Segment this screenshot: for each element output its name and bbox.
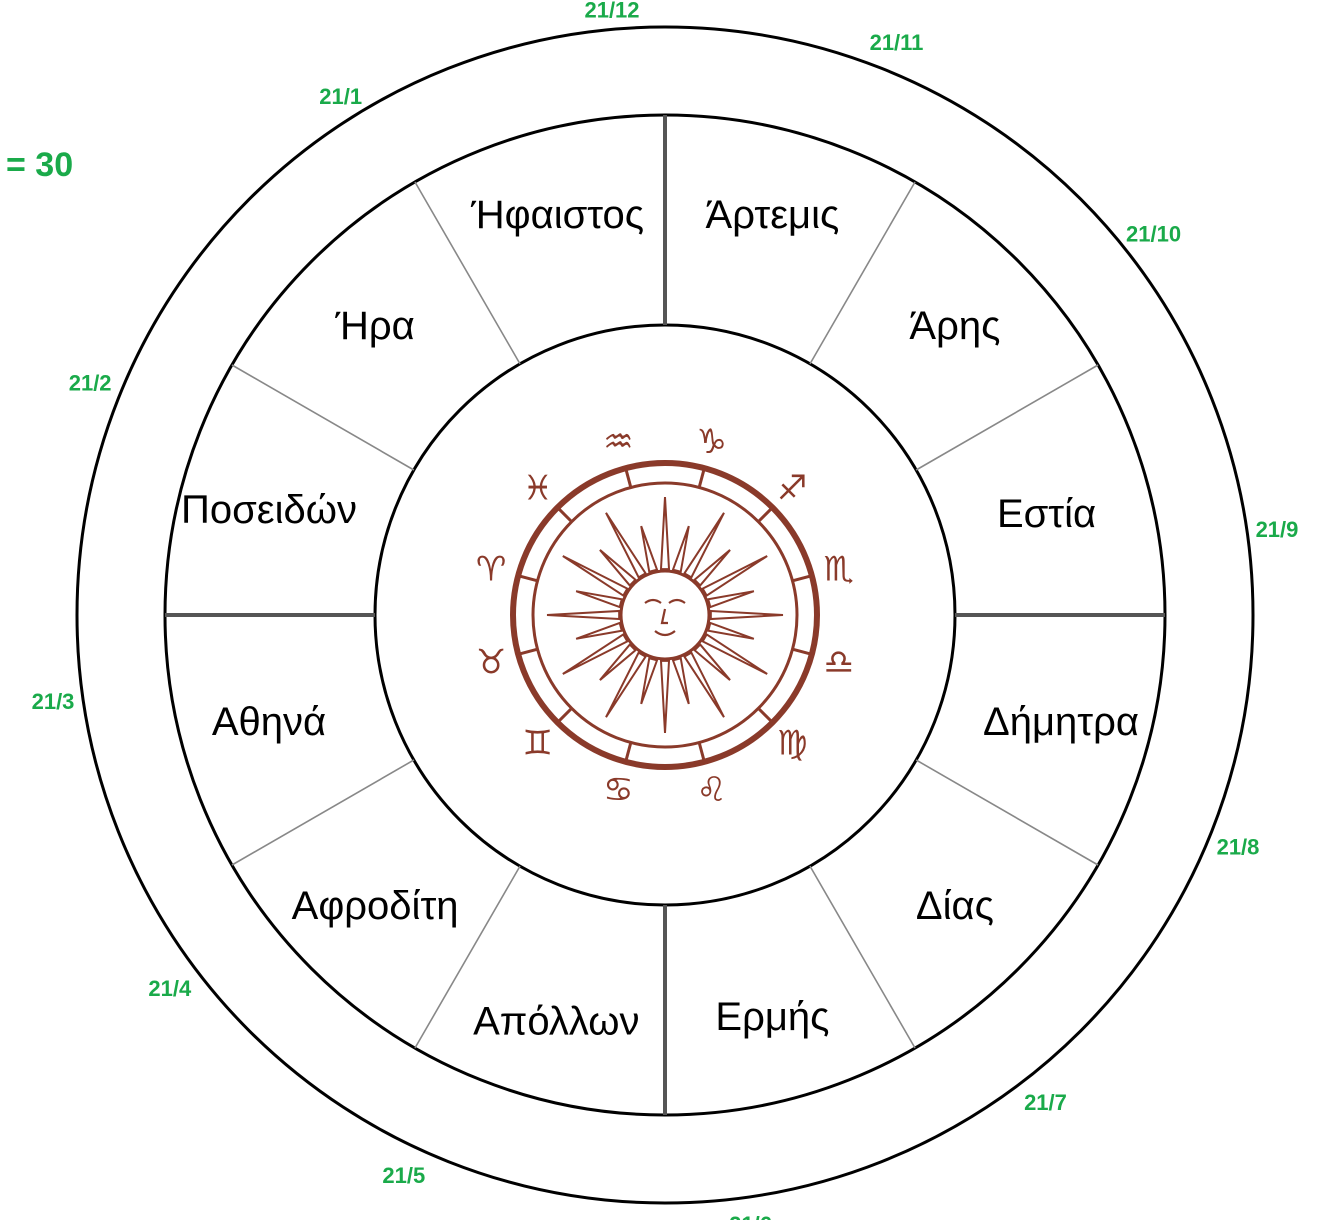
- sector-divider: [232, 365, 414, 470]
- emblem-tick: [518, 576, 537, 581]
- zodiac-glyph-icon: ♉: [476, 643, 506, 683]
- date-label: 21/8: [1217, 835, 1260, 860]
- emblem-tick: [558, 708, 572, 722]
- emblem-tick: [558, 508, 572, 522]
- god-label: Ποσειδών: [181, 488, 357, 532]
- sun-ray: [641, 658, 657, 704]
- emblem-tick: [758, 508, 772, 522]
- sun-ray: [563, 634, 628, 674]
- date-label: 21/1: [319, 84, 362, 109]
- god-label: Ήρα: [334, 304, 414, 348]
- sun-ray: [661, 497, 669, 569]
- sun-ray: [695, 645, 730, 680]
- date-label: 21/10: [1126, 221, 1181, 246]
- emblem-tick: [626, 468, 631, 487]
- date-label: 21/6: [729, 1212, 772, 1220]
- zodiac-glyph-icon: ♈: [476, 549, 506, 589]
- sun-ray: [708, 623, 754, 639]
- zodiac-sun-emblem: ♑ ♐ ♏ ♎ ♍ ♌ ♋ ♊ ♉ ♈ ♓ ♒: [476, 422, 854, 810]
- sun-ray: [684, 513, 724, 578]
- emblem-tick: [699, 468, 704, 487]
- zodiac-glyph-icon: ♍: [777, 723, 807, 763]
- sun-ray: [708, 591, 754, 607]
- zodiac-glyph-icon: ♎: [824, 643, 854, 683]
- zodiac-glyph-icon: ♓: [522, 469, 552, 509]
- sun-ray: [711, 611, 783, 619]
- date-label: 21/7: [1024, 1090, 1067, 1115]
- emblem-tick: [626, 743, 631, 762]
- sector-divider: [916, 365, 1098, 470]
- zodiac-glyph-icon: ♌: [696, 770, 726, 810]
- date-label: 21/4: [148, 976, 192, 1001]
- sun-ray: [600, 550, 635, 585]
- sun-ray: [684, 653, 724, 718]
- sun-ray: [563, 556, 628, 596]
- date-label: 21/5: [382, 1163, 425, 1188]
- date-label: 21/3: [32, 689, 75, 714]
- corner-label: = 30: [6, 146, 73, 184]
- sun-ray: [606, 513, 646, 578]
- emblem-tick: [758, 708, 772, 722]
- date-label: 21/12: [584, 0, 639, 22]
- god-label: Δήμητρα: [983, 700, 1139, 744]
- god-label: Δίας: [916, 884, 994, 928]
- god-label: Εστία: [997, 492, 1096, 536]
- sun-ray: [673, 526, 689, 572]
- god-label: Απόλλων: [473, 1000, 639, 1044]
- date-label: 21/11: [870, 30, 924, 55]
- god-label: Αθηνά: [212, 700, 326, 744]
- zodiac-glyph-icon: ♑: [696, 422, 726, 462]
- god-label: Αφροδίτη: [292, 884, 459, 928]
- sector-divider: [916, 760, 1098, 865]
- god-label: Ερμής: [715, 995, 829, 1039]
- god-label: Άρης: [909, 304, 1000, 348]
- zodiac-glyph-icon: ♐: [777, 469, 807, 509]
- sun-face-icon: [621, 571, 709, 659]
- sun-ray: [600, 645, 635, 680]
- sun-ray: [703, 556, 768, 596]
- emblem-tick: [793, 649, 812, 654]
- date-label: 21/9: [1256, 517, 1299, 542]
- zodiac-glyph-icon: ♏: [824, 549, 854, 589]
- sun-ray: [673, 658, 689, 704]
- sun-ray: [703, 634, 768, 674]
- emblem-tick: [793, 576, 812, 581]
- date-label: 21/2: [69, 371, 112, 396]
- sun-ray: [695, 550, 730, 585]
- sun-ray: [606, 653, 646, 718]
- zodiac-glyph-icon: ♒: [603, 422, 633, 462]
- zodiac-glyph-icon: ♋: [603, 770, 633, 810]
- sun-ray: [547, 611, 619, 619]
- sun-ray: [576, 623, 622, 639]
- sun-ray: [641, 526, 657, 572]
- emblem-tick: [518, 649, 537, 654]
- sun-ray: [576, 591, 622, 607]
- zodiac-glyph-icon: ♊: [522, 723, 552, 763]
- sun-ray: [661, 661, 669, 733]
- god-label: Άρτεμις: [706, 193, 840, 237]
- god-label: Ήφαιστος: [470, 193, 644, 237]
- sector-divider: [232, 760, 414, 865]
- emblem-tick: [699, 743, 704, 762]
